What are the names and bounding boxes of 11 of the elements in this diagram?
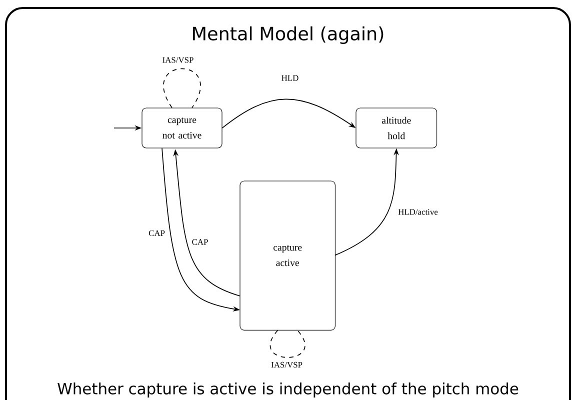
edge-label: IAS/VSP — [160, 56, 196, 64]
title: Mental Model (again) — [193, 26, 384, 44]
state-box: capture active — [240, 180, 336, 330]
edge-label: CAP — [147, 228, 166, 238]
state-box: altitude hold — [356, 108, 438, 148]
edge-label: HLD — [280, 74, 300, 82]
caption: Whether capture is active is independent of the pitch mode — [58, 382, 518, 398]
state-box: capture not active — [142, 108, 222, 148]
edge-label: HLD/active — [396, 208, 440, 216]
edge-label: CAP — [190, 238, 210, 246]
edge-label: IAS/VSP — [270, 360, 304, 370]
